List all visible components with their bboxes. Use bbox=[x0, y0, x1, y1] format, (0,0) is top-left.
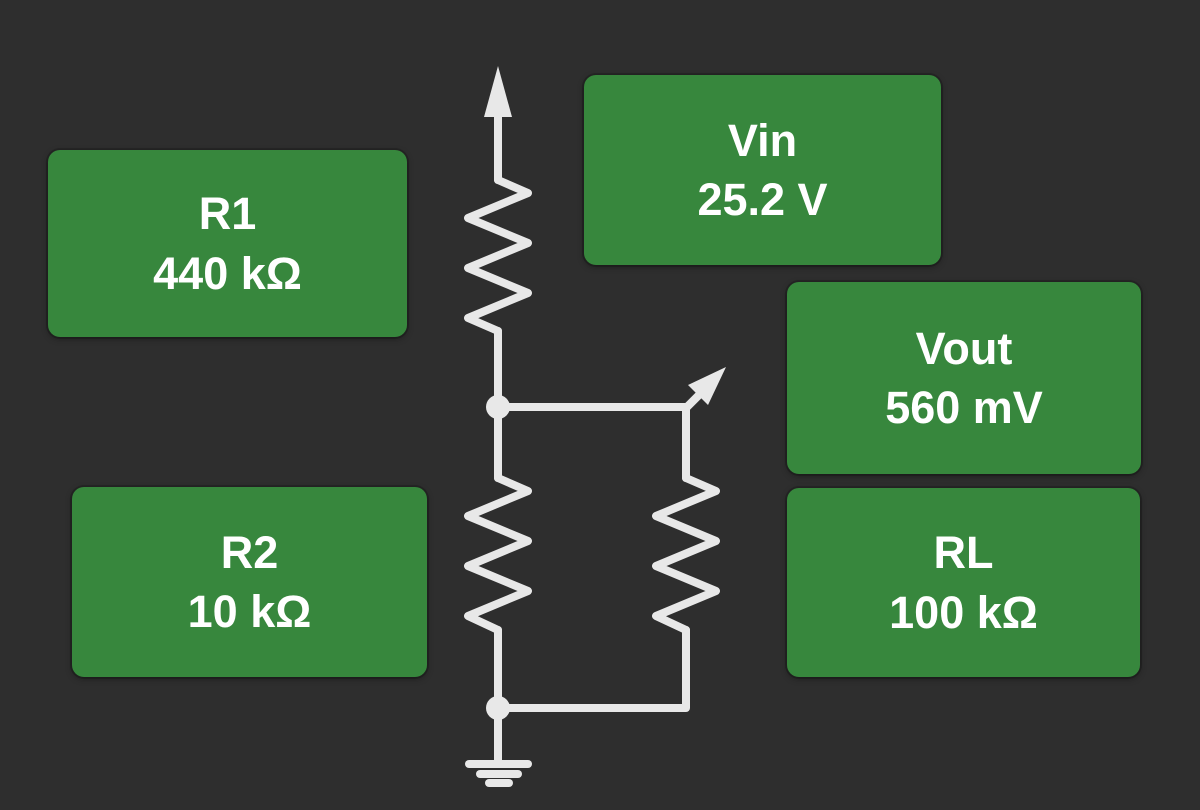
label-r1[interactable]: R1 440 kΩ bbox=[48, 150, 407, 337]
vin-name: Vin bbox=[727, 114, 798, 166]
label-vin[interactable]: Vin 25.2 V bbox=[584, 75, 941, 265]
ground-icon[interactable] bbox=[465, 704, 532, 787]
up-arrow-icon bbox=[484, 66, 512, 117]
junction-node-mid bbox=[486, 395, 510, 419]
wire-right-bottom bbox=[494, 626, 690, 712]
r1-value: 440 kΩ bbox=[153, 247, 302, 299]
vin-value: 25.2 V bbox=[697, 174, 828, 225]
diagonal-arrow-icon bbox=[688, 367, 726, 405]
vout-value: 560 mV bbox=[885, 382, 1043, 433]
resistor-rl-symbol[interactable] bbox=[652, 474, 720, 634]
label-vout[interactable]: Vout 560 mV bbox=[787, 282, 1141, 474]
resistor-r2-symbol[interactable] bbox=[464, 474, 532, 634]
rl-value: 100 kΩ bbox=[889, 586, 1038, 638]
r2-name: R2 bbox=[220, 526, 279, 578]
r1-name: R1 bbox=[198, 188, 257, 240]
resistor-r1-symbol[interactable] bbox=[464, 176, 532, 335]
label-r2[interactable]: R2 10 kΩ bbox=[72, 487, 427, 677]
rl-name: RL bbox=[933, 527, 994, 579]
vin-source-arrow[interactable] bbox=[484, 66, 512, 184]
r2-value: 10 kΩ bbox=[187, 586, 312, 637]
vout-name: Vout bbox=[915, 322, 1013, 374]
label-rl[interactable]: RL 100 kΩ bbox=[787, 488, 1140, 677]
vout-probe-arrow[interactable] bbox=[682, 367, 726, 412]
